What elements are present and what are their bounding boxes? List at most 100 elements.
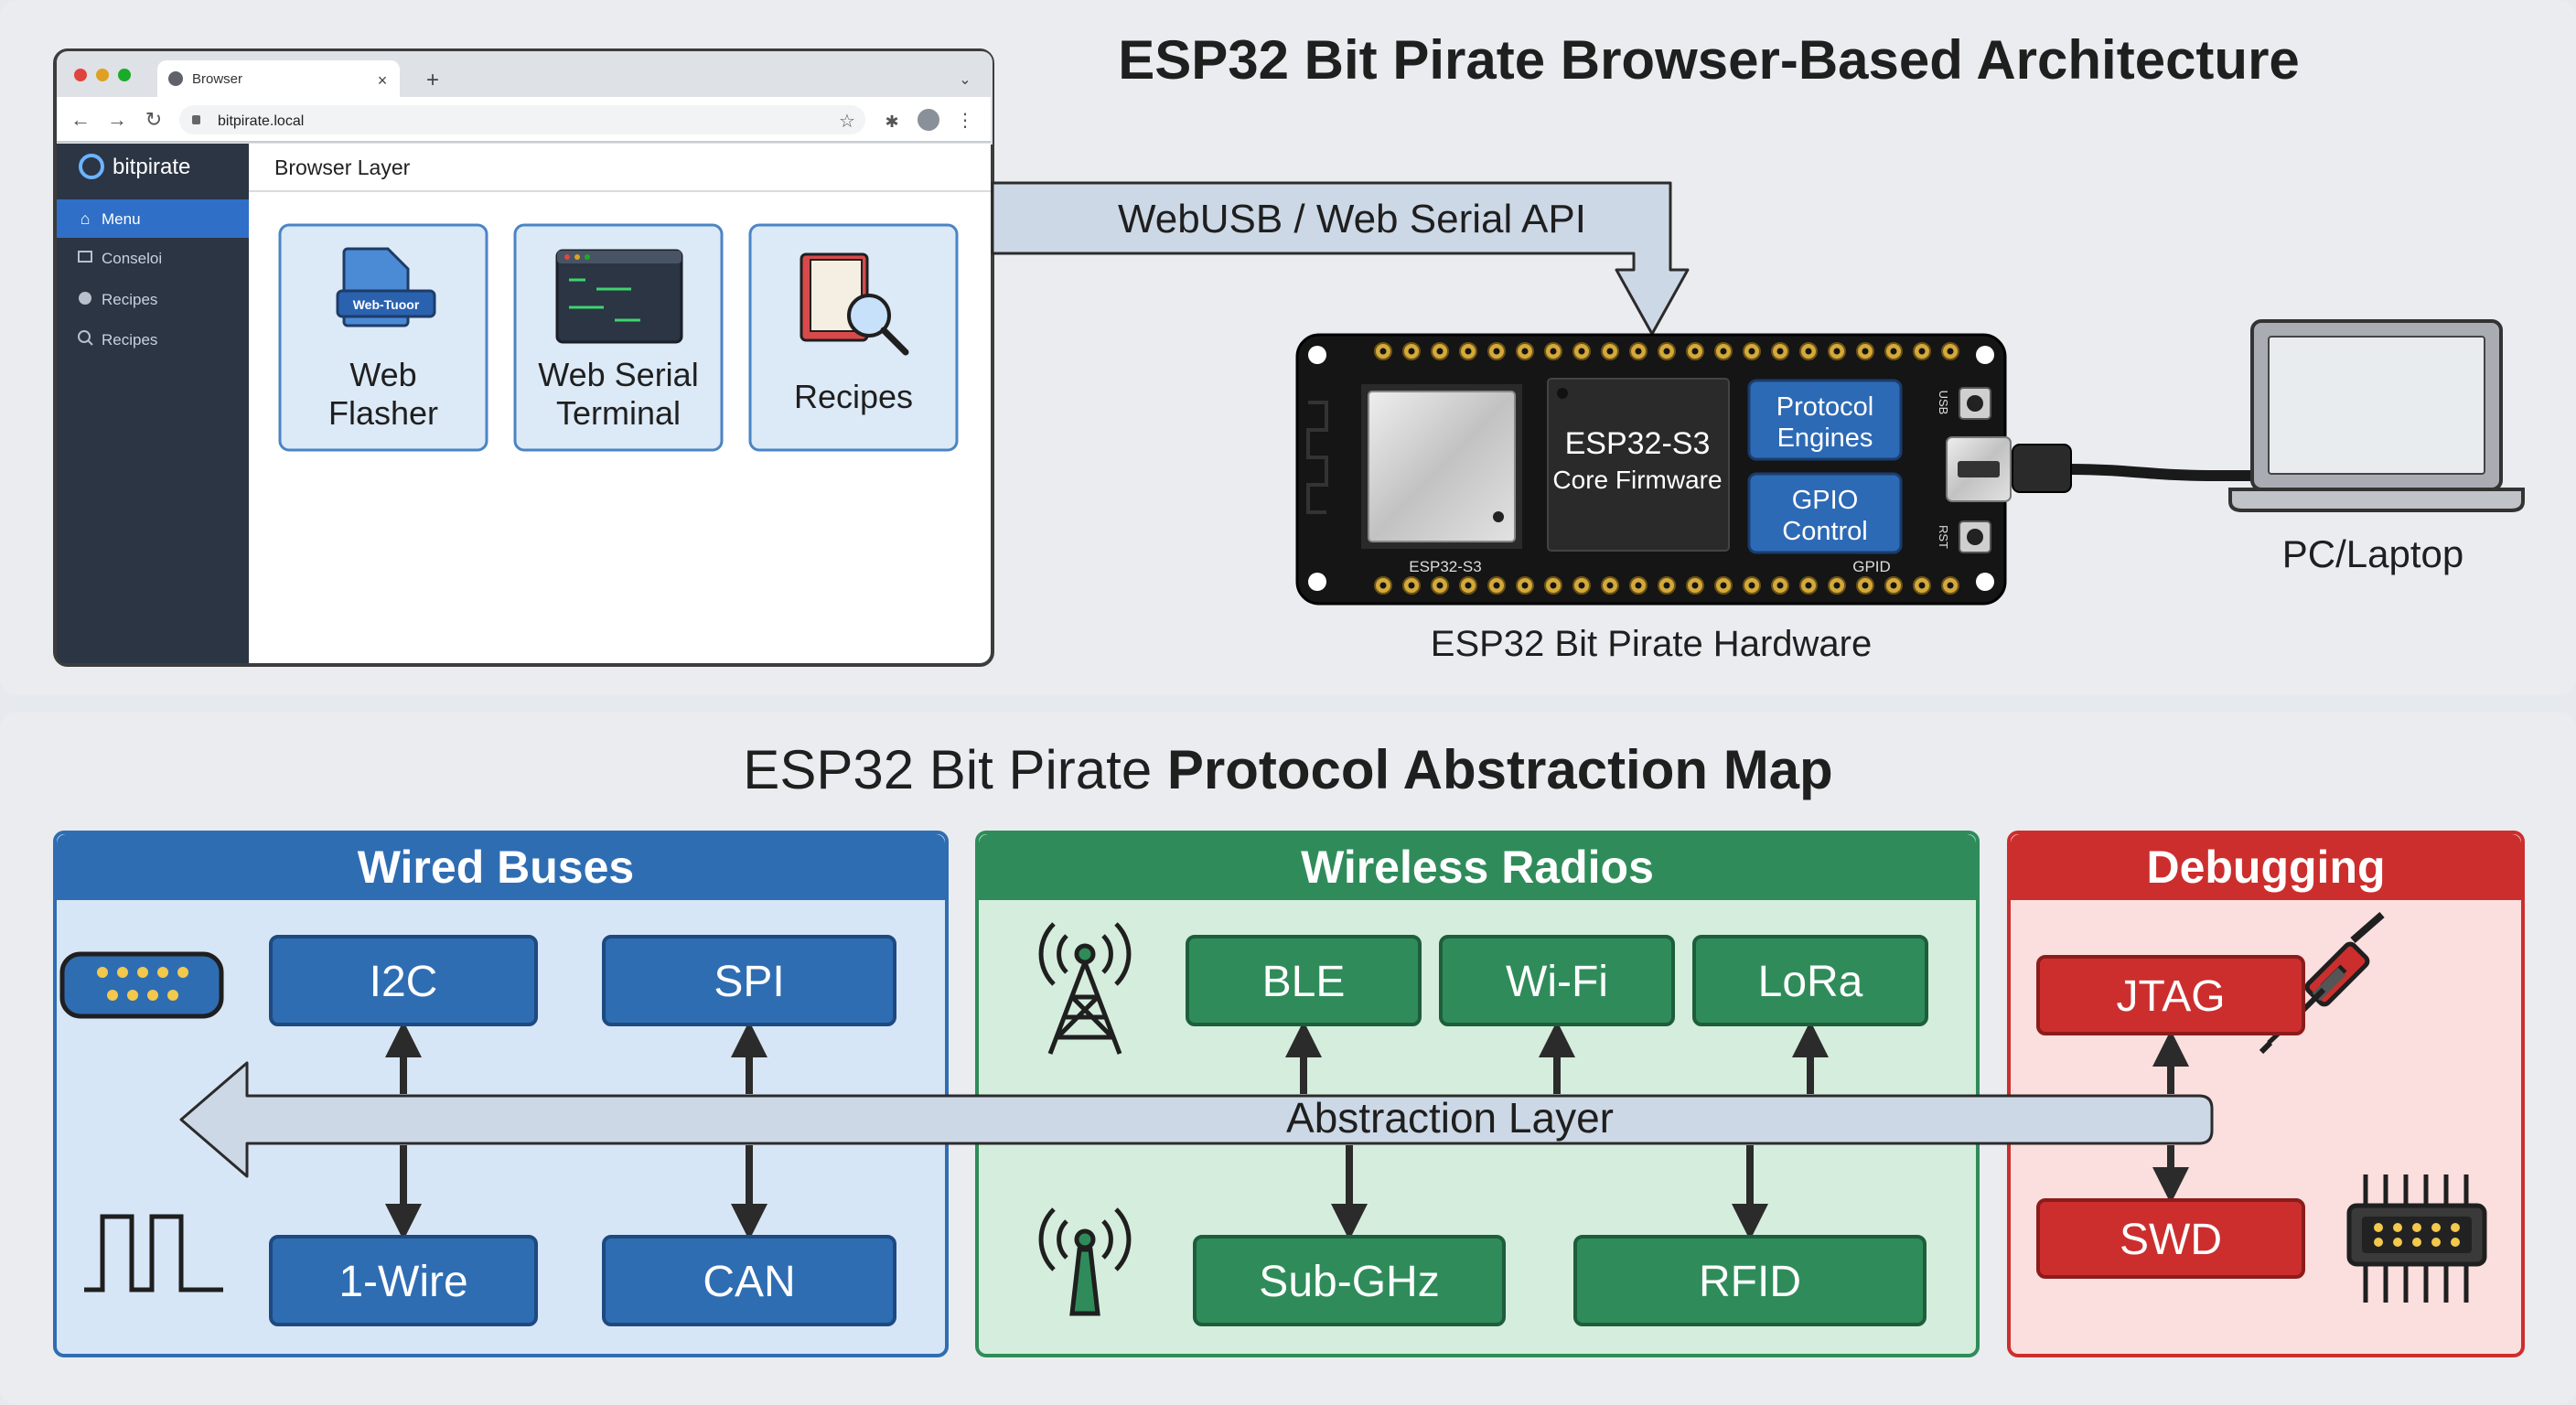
- usb-cable: [2068, 464, 2305, 481]
- protocol-box-wi-fi: Wi-Fi: [1439, 935, 1675, 1026]
- esp32-board: ESP32-S3 Core Firmware Protocol Engines …: [1295, 333, 2012, 606]
- new-tab-icon[interactable]: +: [426, 68, 439, 92]
- address-url: bitpirate.local: [218, 113, 304, 129]
- browser-window: Browser × + ⌄ ← → ↻ bitpirate.local ☆ ✱ …: [53, 48, 994, 667]
- forward-icon[interactable]: →: [107, 108, 127, 131]
- chevron-down-icon[interactable]: ⌄: [959, 72, 971, 88]
- protocol-label: SPI: [714, 958, 784, 1006]
- web-flasher-icon-label: Web-Tuoor: [353, 297, 420, 312]
- protocol-box-ble: BLE: [1186, 935, 1422, 1026]
- window-minimize-dot[interactable]: [96, 69, 109, 81]
- bitpirate-logo-icon: [79, 154, 104, 179]
- extensions-icon[interactable]: ✱: [885, 113, 898, 131]
- abstraction-label: Abstraction Layer: [1286, 1094, 1614, 1142]
- protocol-label: CAN: [703, 1258, 795, 1306]
- sidebar-item-recipes[interactable]: Recipes: [102, 291, 157, 308]
- header-pins: [1374, 342, 1959, 595]
- protocol-label: BLE: [1262, 958, 1346, 1006]
- gpio-control-block: [1747, 472, 1903, 554]
- connector-dot: [2412, 1223, 2421, 1232]
- address-bar[interactable]: [179, 105, 865, 134]
- protocol-box-swd: SWD: [2036, 1198, 2305, 1279]
- serial-connector-icon: [59, 951, 224, 1019]
- tile-line-1: Recipes: [794, 378, 913, 415]
- more-menu-icon[interactable]: ⋮: [956, 111, 974, 131]
- rf-shield: [1368, 391, 1516, 542]
- back-icon[interactable]: ←: [70, 108, 91, 131]
- protocol-label: 1-Wire: [338, 1258, 467, 1306]
- magnifier-icon: [847, 294, 891, 338]
- browser-tab[interactable]: [157, 60, 400, 97]
- protocol-box-sub-ghz: Sub-GHz: [1193, 1235, 1506, 1326]
- tab-title: Browser: [192, 71, 242, 87]
- protocol-box-i2c: I2C: [269, 935, 538, 1026]
- sidebar-item-console[interactable]: Conseloi: [102, 250, 162, 267]
- jtag-connector-icon: [2346, 1174, 2487, 1303]
- group-title: Debugging: [2146, 842, 2385, 893]
- search-icon: [78, 330, 91, 343]
- block-line-1: GPIO: [1792, 486, 1859, 515]
- globe-icon: [168, 71, 183, 86]
- protocol-label: SWD: [2120, 1216, 2222, 1264]
- chip-subtitle: Core Firmware: [1552, 466, 1722, 494]
- tile-web-serial-terminal[interactable]: Web Serial Terminal: [513, 223, 724, 452]
- laptop-icon: [2228, 319, 2525, 512]
- bottom-title: ESP32 Bit Pirate Protocol Abstraction Ma…: [743, 739, 1832, 800]
- tab-close-icon[interactable]: ×: [378, 71, 388, 90]
- reload-icon[interactable]: ↻: [145, 108, 162, 131]
- connector-dot: [2451, 1223, 2460, 1232]
- home-icon: ⌂: [80, 209, 91, 228]
- group-title: Wireless Radios: [1301, 842, 1654, 893]
- block-line-1: Protocol: [1776, 392, 1873, 422]
- sidebar-item-recipes-search[interactable]: Recipes: [102, 331, 157, 349]
- button-label: USB: [1937, 391, 1950, 415]
- connector-dot: [2374, 1223, 2383, 1232]
- sidebar-item-menu[interactable]: [57, 199, 249, 238]
- window-maximize-dot[interactable]: [118, 69, 131, 81]
- tile-line-2: Flasher: [328, 394, 438, 432]
- protocol-box-jtag: JTAG: [2036, 955, 2305, 1035]
- connector-dot: [2412, 1238, 2421, 1247]
- tile-line-1: Web Serial: [538, 356, 698, 393]
- block-line-2: Control: [1782, 517, 1868, 546]
- protocol-label: Sub-GHz: [1259, 1258, 1439, 1306]
- block-line-2: Engines: [1777, 424, 1873, 453]
- tile-recipes[interactable]: Recipes: [748, 223, 959, 452]
- app-brand: bitpirate: [113, 155, 190, 179]
- laptop-label: PC/Laptop: [2282, 532, 2463, 575]
- connector-dot: [2431, 1238, 2441, 1247]
- profile-avatar[interactable]: [918, 109, 939, 131]
- connector-dot: [2431, 1223, 2441, 1232]
- terminal-icon: [555, 249, 683, 344]
- silk-label-right: GPID: [1852, 558, 1891, 575]
- connector-dot: [2374, 1238, 2383, 1247]
- protocol-label: LoRa: [1758, 958, 1863, 1006]
- tile-line-1: Web: [349, 356, 416, 393]
- button-label: RST: [1937, 525, 1950, 549]
- protocol-box-can: CAN: [602, 1235, 896, 1326]
- content-header: Browser Layer: [274, 156, 411, 179]
- app-sidebar: [57, 144, 249, 663]
- tile-web-flasher[interactable]: Web-Tuoor Web Flasher: [278, 223, 488, 452]
- tile-line-2: Terminal: [556, 394, 681, 432]
- connector-dot: [2393, 1238, 2402, 1247]
- protocol-box-rfid: RFID: [1573, 1235, 1927, 1326]
- protocol-label: Wi-Fi: [1506, 958, 1608, 1006]
- protocol-box-1-wire: 1-Wire: [269, 1235, 538, 1326]
- bookmark-star-icon[interactable]: ☆: [839, 112, 855, 132]
- antenna-icon: [1038, 1207, 1132, 1316]
- window-close-dot[interactable]: [74, 69, 87, 81]
- usb-plug: [2012, 444, 2072, 493]
- protocol-label: RFID: [1699, 1258, 1801, 1306]
- silk-label-left: ESP32-S3: [1409, 558, 1481, 575]
- group-title: Wired Buses: [358, 842, 634, 893]
- protocol-engines-block: [1747, 379, 1903, 461]
- protocol-label: I2C: [370, 958, 438, 1006]
- sidebar-item-label: Menu: [102, 210, 141, 228]
- chip-title: ESP32-S3: [1565, 426, 1711, 461]
- protocol-box-spi: SPI: [602, 935, 896, 1026]
- main-chip: [1547, 378, 1730, 552]
- abstraction-layer-arrow: Abstraction Layer: [179, 1061, 2214, 1178]
